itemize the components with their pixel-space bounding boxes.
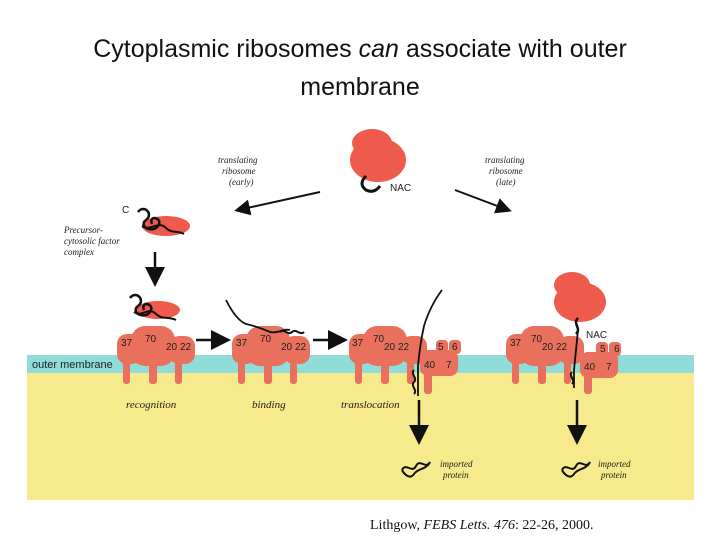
precursor-label-2: cytosolic factor: [64, 236, 120, 246]
receptor-22-d: 22: [556, 342, 568, 353]
tom-complex-translocation: [349, 326, 427, 384]
precursor-complex: [137, 207, 190, 236]
imported-protein-2: [561, 461, 591, 478]
nac-label-late: NAC: [586, 330, 607, 341]
membrane-label: outer membrane: [32, 359, 113, 371]
receptor-22-b: 22: [295, 342, 307, 353]
late-label-2: ribosome: [489, 166, 523, 176]
receptor-37-b: 37: [236, 338, 248, 349]
tom-complex-recognition: [117, 326, 195, 384]
receptor-6-d: 6: [614, 344, 620, 355]
late-label-3: (late): [496, 177, 516, 187]
imported-label-1a: imported: [440, 459, 473, 469]
ribosome-at-membrane: [554, 272, 606, 335]
receptor-70-a: 70: [145, 334, 157, 345]
title-line-2: membrane: [300, 73, 420, 101]
arrow-to-early: [234, 191, 321, 216]
citation-journal: FEBS Letts.: [423, 518, 491, 533]
receptor-22-c: 22: [398, 342, 410, 353]
imported-label-2a: imported: [598, 459, 631, 469]
early-label-2: ribosome: [222, 166, 256, 176]
receptor-7-c: 7: [446, 360, 452, 371]
receptor-70-c: 70: [373, 334, 385, 345]
imported-protein-1: [401, 461, 431, 478]
precursor-label-1: Precursor-: [63, 225, 103, 235]
receptor-5-d: 5: [600, 344, 606, 355]
receptor-5-c: 5: [438, 342, 444, 353]
receptor-7-d: 7: [606, 362, 612, 373]
tom40-pore-translocation: [420, 340, 461, 394]
citation-volume: 476: [490, 518, 515, 533]
imported-label-2b: protein: [600, 470, 627, 480]
early-label-3: (early): [229, 177, 254, 187]
nac-label-top: NAC: [390, 183, 411, 194]
precursor-coil-binding: [279, 329, 305, 335]
precursor-chain-translocating: [417, 289, 443, 396]
tom-complex-binding: [232, 326, 310, 384]
title-text-end: associate with outer: [398, 35, 627, 63]
receptor-37-d: 37: [510, 338, 522, 349]
title-text: Cytoplasmic ribosomes: [93, 35, 359, 63]
receptor-20-a: 20: [166, 342, 178, 353]
precursor-chain-late: [573, 329, 579, 388]
citation-pages: : 22-26, 2000.: [514, 518, 594, 533]
receptor-20-b: 20: [281, 342, 293, 353]
stage-label-translocation: translocation: [341, 399, 400, 411]
precursor-coil-late: [569, 371, 575, 385]
precursor-label-3: complex: [64, 247, 94, 257]
receptor-40-d: 40: [584, 362, 596, 373]
citation: Lithgow, FEBS Letts. 476: 22-26, 2000.: [370, 518, 594, 534]
receptor-37-c: 37: [352, 338, 364, 349]
imported-label-1b: protein: [442, 470, 469, 480]
precursor-coil-translocating: [411, 369, 417, 395]
receptor-6-c: 6: [452, 342, 458, 353]
precursor-at-receptor: [129, 293, 180, 321]
stage-label-recognition: recognition: [126, 399, 177, 411]
receptor-22-a: 22: [180, 342, 192, 353]
receptor-40-c: 40: [424, 360, 436, 371]
late-label-1: translating: [485, 155, 525, 165]
stage-label-binding: binding: [252, 399, 286, 411]
receptor-20-d: 20: [542, 342, 554, 353]
receptor-70-b: 70: [260, 334, 272, 345]
receptor-37-a: 37: [121, 338, 133, 349]
citation-author: Lithgow,: [370, 518, 424, 533]
arrow-to-late: [454, 189, 512, 214]
title-emphasis: can: [358, 35, 399, 63]
tom40-pore-late: [580, 342, 621, 394]
c-terminus-label: C: [122, 205, 129, 216]
cytosolic-ribosome-top: [350, 129, 406, 193]
early-label-1: translating: [218, 155, 258, 165]
slide-title: Cytoplasmic ribosomes can associate with…: [20, 30, 700, 106]
receptor-70-d: 70: [531, 334, 543, 345]
receptor-20-c: 20: [384, 342, 396, 353]
